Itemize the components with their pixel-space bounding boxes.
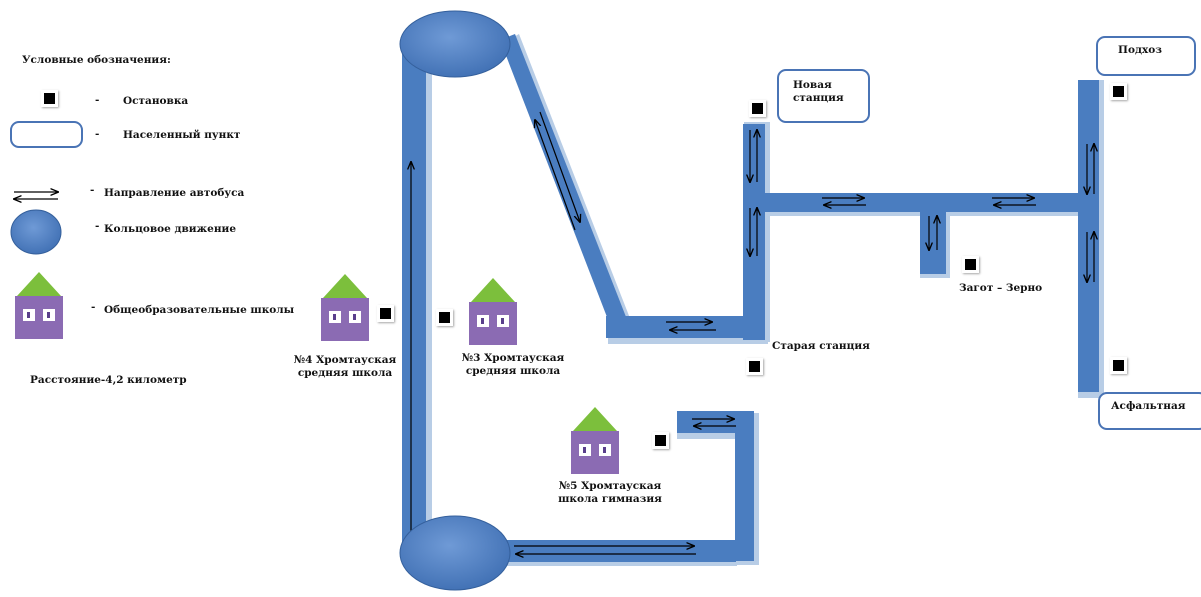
legend-dash-5: - [91, 301, 96, 313]
legend-roundabout-icon [10, 209, 62, 255]
legend-settlement-label: Населенный пункт [123, 129, 241, 141]
legend-dash-2: - [95, 128, 100, 140]
staraya-label: Старая станция [772, 340, 870, 352]
stop-podhoz [1110, 83, 1127, 100]
legend-stop-label: Остановка [123, 95, 189, 107]
stop-novaya [749, 100, 766, 117]
school-5-label: №5 Хромтауская школа гимназия [558, 480, 662, 506]
distance-label: Расстояние-4,2 километр [30, 374, 187, 386]
road-south [504, 540, 736, 562]
legend-school-label: Общеобразовательные школы [104, 304, 295, 316]
roundabout-north [399, 10, 511, 78]
road-staraya [606, 316, 764, 338]
roundabout-south [399, 515, 511, 591]
settlement-novaya-label: Новая станция [793, 79, 844, 105]
legend-symbols [10, 192, 62, 255]
school-4-label: №4 Хромтауская средняя школа [293, 354, 397, 380]
school-3-icon [469, 278, 517, 345]
road-horizontal-east [765, 193, 1078, 212]
road-school5-vertical [735, 411, 754, 561]
road-zagot-spur [920, 210, 946, 274]
legend-settlement-icon [10, 121, 83, 148]
legend-dash-1: - [95, 94, 100, 106]
legend-school-icon [15, 272, 63, 339]
school-4-icon [321, 274, 369, 341]
settlement-asfaltnaya-label: Асфальтная [1111, 400, 1186, 412]
direction-arrows [411, 111, 1094, 554]
stop-staraya [746, 358, 763, 375]
road-novaya-vertical [743, 124, 765, 340]
legend-title: Условные обозначения: [22, 54, 171, 66]
settlement-podhoz [1096, 36, 1196, 76]
zagot-label: Загот – Зерно [959, 282, 1043, 294]
settlement-asfaltnaya [1098, 392, 1201, 430]
legend-dash-3: - [90, 184, 95, 196]
road-east-vertical [1078, 80, 1099, 392]
road-diagonal [500, 34, 628, 330]
school-3-label: №3 Хромтауская средняя школа [461, 352, 565, 378]
settlement-podhoz-label: Подхоз [1118, 44, 1162, 56]
stop-asfaltnaya [1110, 357, 1127, 374]
road-west-vertical [402, 48, 426, 556]
stop-school3 [436, 309, 453, 326]
legend-bus-direction-label: Направление автобуса [104, 187, 245, 199]
stop-zagot [962, 256, 979, 273]
stop-school4 [377, 305, 394, 322]
stop-school5 [652, 432, 669, 449]
legend-stop-icon [41, 90, 58, 107]
school-5-icon [571, 407, 619, 474]
roads [402, 34, 1099, 562]
settlement-novaya [777, 69, 870, 123]
legend-roundabout-label: Кольцовое движение [104, 223, 236, 235]
legend-dash-4: - [95, 220, 100, 232]
